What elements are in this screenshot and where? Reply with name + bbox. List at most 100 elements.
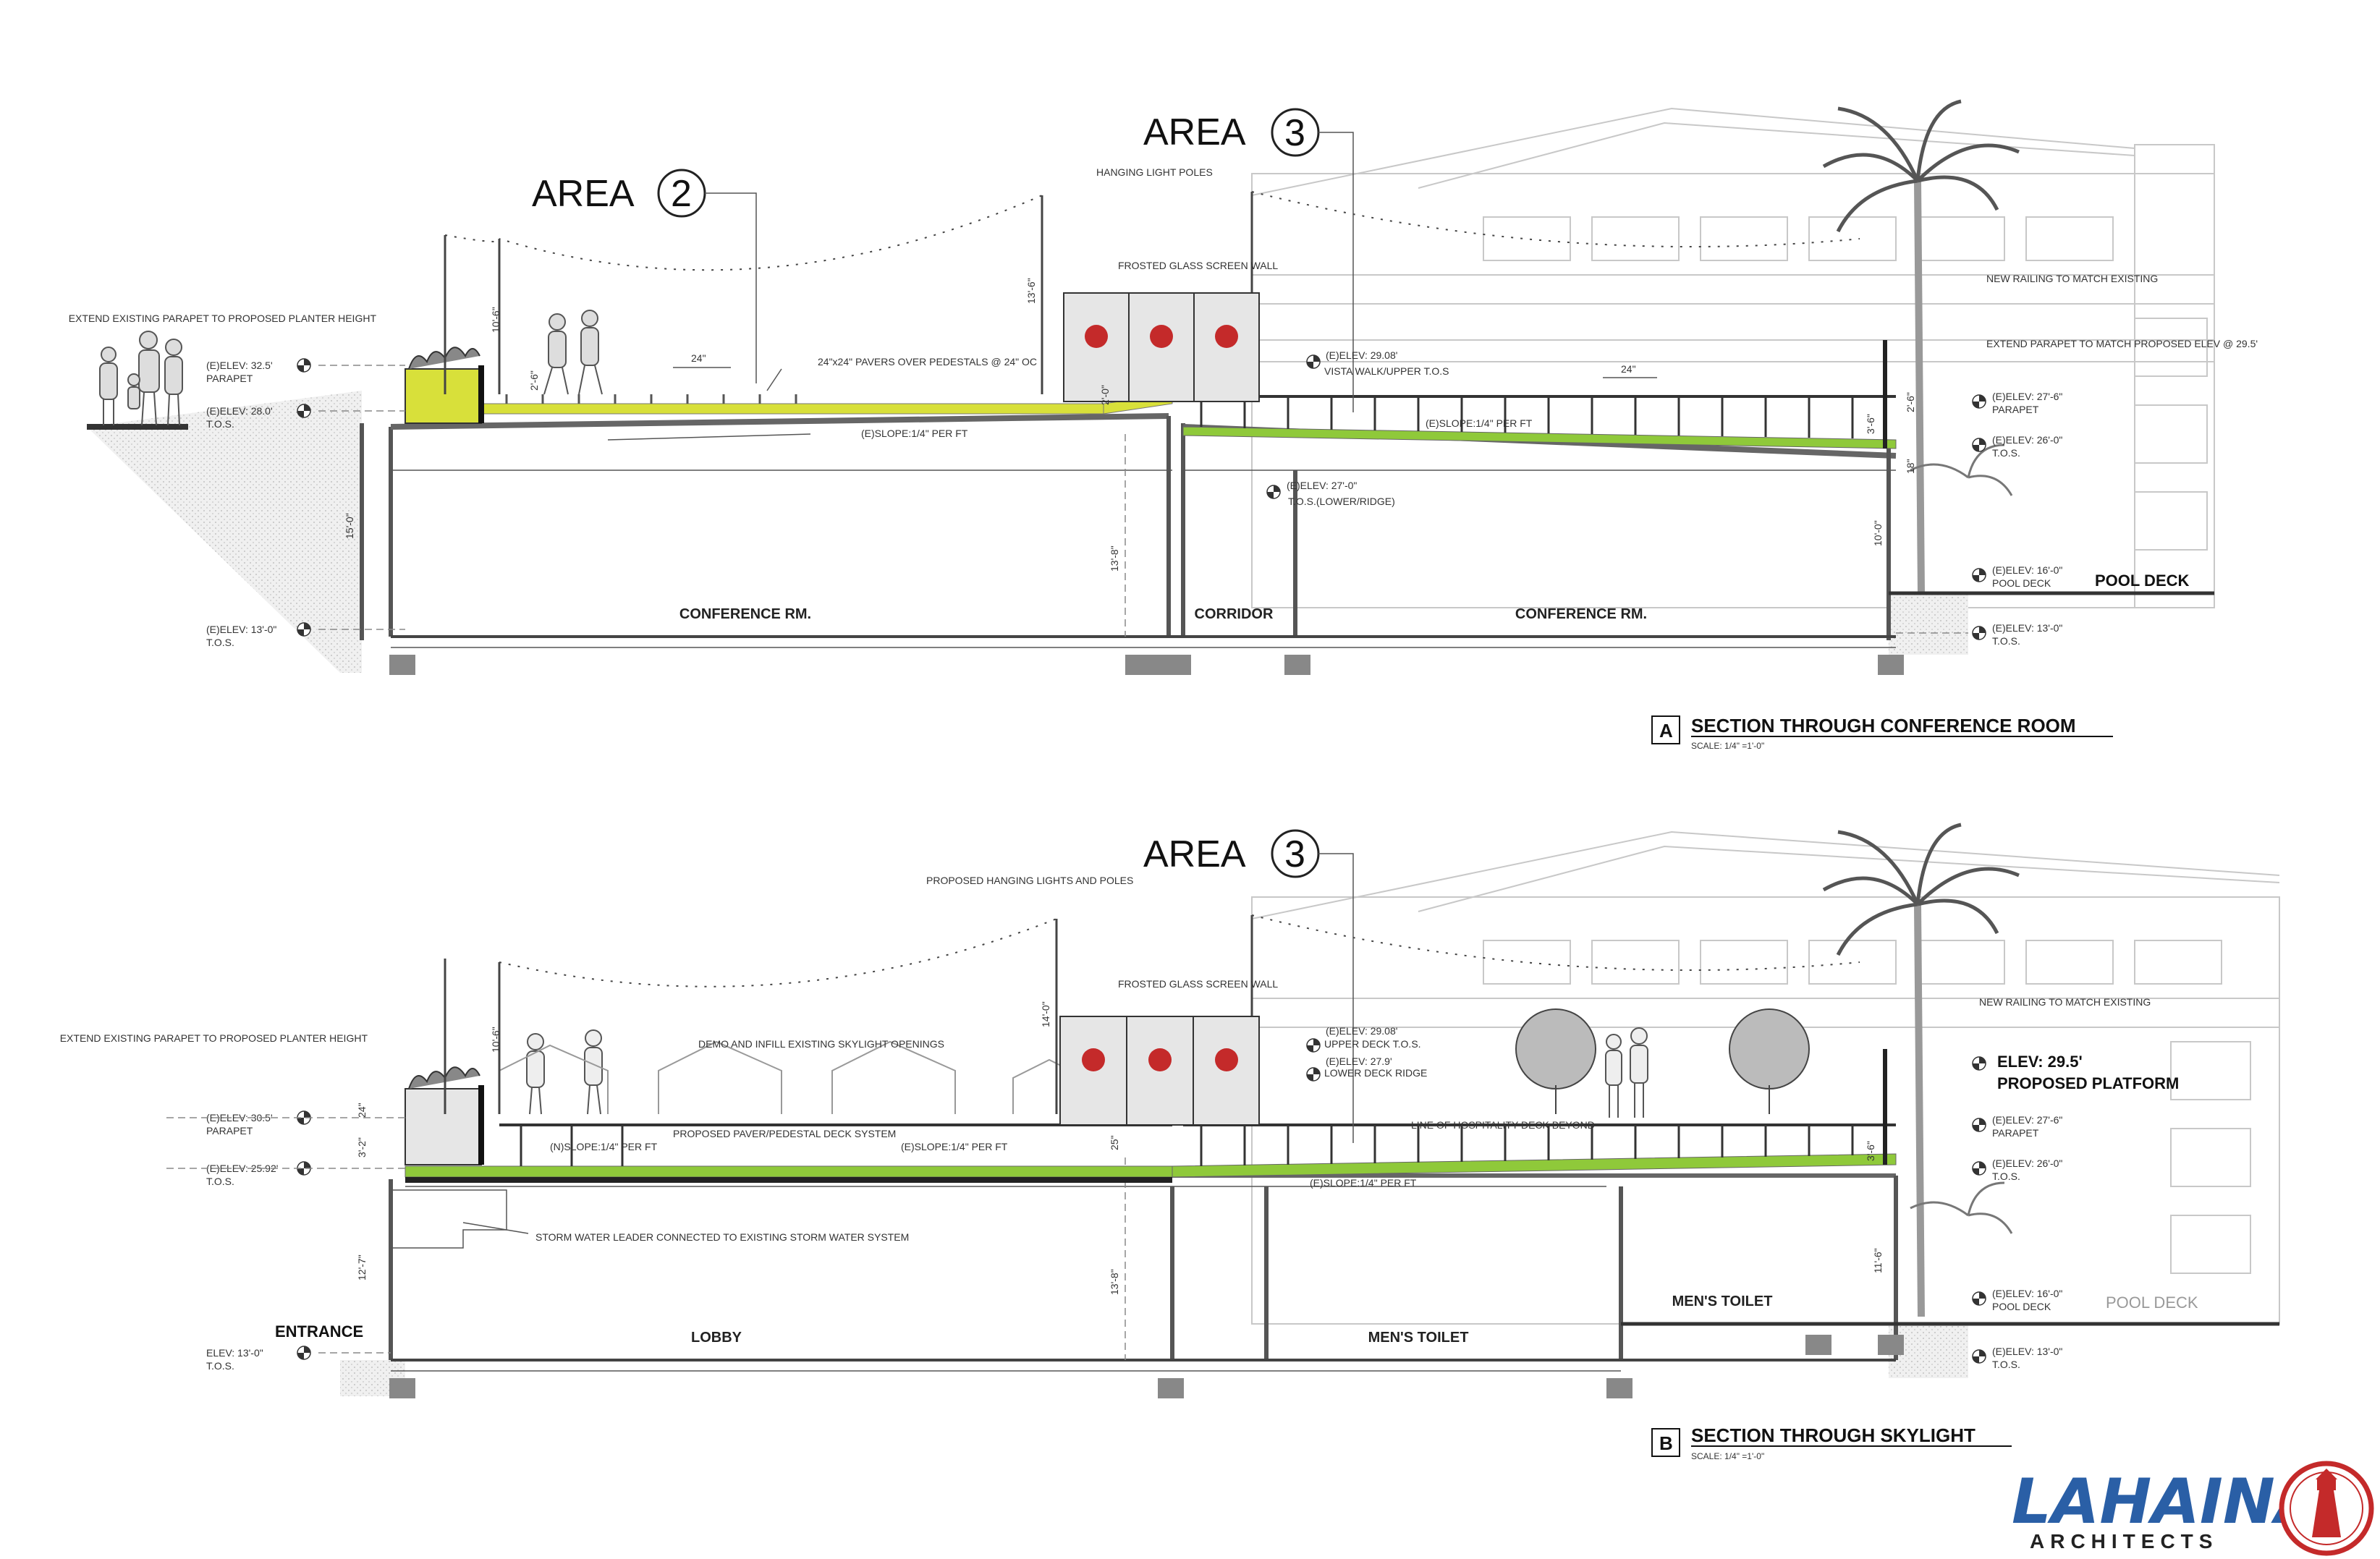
dim-pole: 13'-6"	[1025, 278, 1037, 304]
elevations-a-right: (E)ELEV: 27'-6" PARAPET (E)ELEV: 26'-0" …	[1896, 391, 2190, 647]
dim-rail: 3'-6"	[1865, 1141, 1876, 1161]
note-hospitality-deck: LINE OF HOSPITALITY DECK BEYOND	[1411, 1119, 1595, 1131]
dim-paver: 24"	[1621, 363, 1636, 375]
room-label: CONFERENCE RM.	[1515, 606, 1647, 622]
elev-value: (E)ELEV: 16'-0"	[1992, 1288, 2062, 1299]
dim-height-right: 10'-0"	[1872, 520, 1884, 546]
section-scale: SCALE: 1/4" =1'-0"	[1691, 1451, 1764, 1461]
elev-sub: PARAPET	[206, 373, 253, 384]
palm-tree-icon	[1822, 99, 2020, 594]
frosted-glass-screen-b	[1059, 1016, 1260, 1126]
dim-small: 18"	[1905, 459, 1916, 474]
area-label: AREA	[532, 173, 635, 215]
pool-deck-label: POOL DECK	[2095, 572, 2190, 590]
firm-logo: LAHAINA ARCHITECTS	[2012, 1461, 2374, 1556]
logo-wordmark: LAHAINA	[2012, 1466, 2323, 1538]
deck-b	[405, 1123, 1897, 1183]
dim-height-mid: 13'-8"	[1109, 1269, 1120, 1295]
earth-hatch-right	[1889, 1324, 1968, 1378]
note-lower-ridge: T.O.S.(LOWER/RIDGE)	[1288, 496, 1395, 507]
elev-value: (E)ELEV: 29.08'	[1326, 1025, 1397, 1037]
elev-sub: POOL DECK	[1992, 1301, 2051, 1312]
elevations-b-left: (E)ELEV: 30.5' PARAPET (E)ELEV: 25.92' T…	[166, 1110, 405, 1372]
elev-sub: POOL DECK	[1992, 577, 2051, 589]
pedestrians-deck-icon	[543, 310, 603, 395]
note-light-poles: PROPOSED HANGING LIGHTS AND POLES	[926, 875, 1133, 886]
dim-height-left: 12'-7"	[356, 1254, 368, 1280]
note-parapet: EXTEND EXISTING PARAPET TO PROPOSED PLAN…	[60, 1032, 368, 1044]
proposed-platform-label: PROPOSED PLATFORM	[1997, 1074, 2179, 1092]
note-glass-screen: FROSTED GLASS SCREEN WALL	[1118, 978, 1278, 990]
note-upper-deck: UPPER DECK T.O.S.	[1324, 1038, 1421, 1050]
dimensions-a: 15'-0" 10'-6" 13'-6" 13'-8" 10'-0" 3'-6"…	[344, 278, 1916, 629]
elev-value: (E)ELEV: 27'-6"	[1992, 391, 2062, 402]
elev-value: (E)ELEV: 13'-0"	[1992, 622, 2062, 634]
area-number: 2	[671, 173, 692, 215]
dim-lights: 10'-6"	[490, 1027, 501, 1053]
area-tag-3a: AREA 3	[1143, 108, 1354, 412]
area-tag-3b: AREA 3	[1143, 829, 1354, 1143]
note-paver-system: PROPOSED PAVER/PEDESTAL DECK SYSTEM	[673, 1128, 896, 1139]
dim-small: 2'-0"	[1099, 385, 1111, 405]
planter-a	[405, 347, 484, 424]
note-parapet: EXTEND EXISTING PARAPET TO PROPOSED PLAN…	[69, 313, 377, 324]
elev-sub: PARAPET	[1992, 1127, 2039, 1139]
elev-value: (E)ELEV: 27.9'	[1326, 1055, 1392, 1067]
lighthouse-seal-icon	[2279, 1461, 2374, 1556]
earth-hatch-left	[87, 391, 362, 673]
section-title: SECTION THROUGH SKYLIGHT	[1691, 1424, 1975, 1446]
dim-paver: 24"	[691, 352, 706, 364]
dim-height-mid: 13'-8"	[1109, 545, 1120, 572]
elev-sub: T.O.S.	[206, 1176, 234, 1187]
area-label: AREA	[1143, 111, 1246, 153]
note-slope: (E)SLOPE:1/4" PER FT	[1310, 1177, 1417, 1189]
room-label: LOBBY	[691, 1330, 742, 1346]
note-slope-left: (E)SLOPE:1/4" PER FT	[861, 428, 968, 439]
dim-pole: 14'-0"	[1040, 1001, 1051, 1027]
entrance-label: ENTRANCE	[275, 1322, 363, 1341]
dim-small: 24"	[356, 1103, 368, 1118]
elev-value: (E)ELEV: 26'-0"	[1992, 1157, 2062, 1169]
elev-value: (E)ELEV: 32.5'	[206, 360, 273, 371]
note-vista-walk: VISTA WALK/UPPER T.O.S	[1324, 365, 1449, 377]
dim-height-left: 15'-0"	[344, 513, 355, 539]
note-slope: (E)SLOPE:1/4" PER FT	[901, 1141, 1008, 1152]
note-demo-skylight: DEMO AND INFILL EXISTING SKYLIGHT OPENIN…	[698, 1038, 944, 1050]
elev-sub: T.O.S.	[1992, 447, 2020, 459]
section-a: AREA 2 AREA 3 EXTEND EXISTING PARAPET TO…	[69, 99, 2258, 751]
area-tag-2: AREA 2	[532, 169, 757, 383]
sidewalk-slab	[87, 424, 188, 430]
elevations-b-right: (E)ELEV: 27'-6" PARAPET (E)ELEV: 26'-0" …	[1972, 1053, 2198, 1370]
section-title-b: B SECTION THROUGH SKYLIGHT SCALE: 1/4" =…	[1651, 1424, 2012, 1461]
planter-b	[405, 1066, 484, 1165]
palm-tree-icon	[1822, 823, 2020, 1317]
note-slope-right: (E)SLOPE:1/4" PER FT	[1426, 417, 1533, 429]
note-railing: NEW RAILING TO MATCH EXISTING	[1986, 273, 2158, 284]
elevations-a-left: (E)ELEV: 32.5' PARAPET (E)ELEV: 28.0' T.…	[206, 358, 405, 648]
dim-small: 2'-6"	[1905, 392, 1916, 412]
section-id: B	[1659, 1432, 1673, 1454]
note-lower-deck: LOWER DECK RIDGE	[1324, 1067, 1427, 1079]
dim-small: 25"	[1109, 1135, 1120, 1150]
green-deck-a	[1182, 395, 1897, 449]
vista-walk-deck-a	[408, 394, 1173, 415]
note-slope: (N)SLOPE:1/4" PER FT	[550, 1141, 658, 1152]
section-scale: SCALE: 1/4" =1'-0"	[1691, 741, 1764, 751]
trees-beyond-icon	[1515, 1008, 1810, 1114]
elev-value: (E)ELEV: 26'-0"	[1992, 434, 2062, 446]
notes-a: EXTEND EXISTING PARAPET TO PROPOSED PLAN…	[69, 166, 2258, 507]
elev-value: (E)ELEV: 13'-0"	[206, 624, 276, 635]
elev-value: (E)ELEV: 16'-0"	[1992, 564, 2062, 576]
dim-height-right: 11'-6"	[1872, 1248, 1884, 1273]
note-storm-water: STORM WATER LEADER CONNECTED TO EXISTING…	[535, 1231, 909, 1243]
section-title-a: A SECTION THROUGH CONFERENCE ROOM SCALE:…	[1651, 715, 2113, 751]
elevations-a-mid: (E)ELEV: 29.08' (E)ELEV: 27'-0"	[1266, 349, 1397, 499]
elev-value: (E)ELEV: 29.08'	[1326, 349, 1397, 361]
elev-sub: T.O.S.	[206, 418, 234, 430]
area-number: 3	[1284, 112, 1305, 154]
background-building-a	[1251, 107, 2215, 608]
notes-b: EXTEND EXISTING PARAPET TO PROPOSED PLAN…	[60, 875, 2151, 1243]
elev-sub: PARAPET	[1992, 404, 2039, 415]
elev-sub: T.O.S.	[1992, 1359, 2020, 1370]
